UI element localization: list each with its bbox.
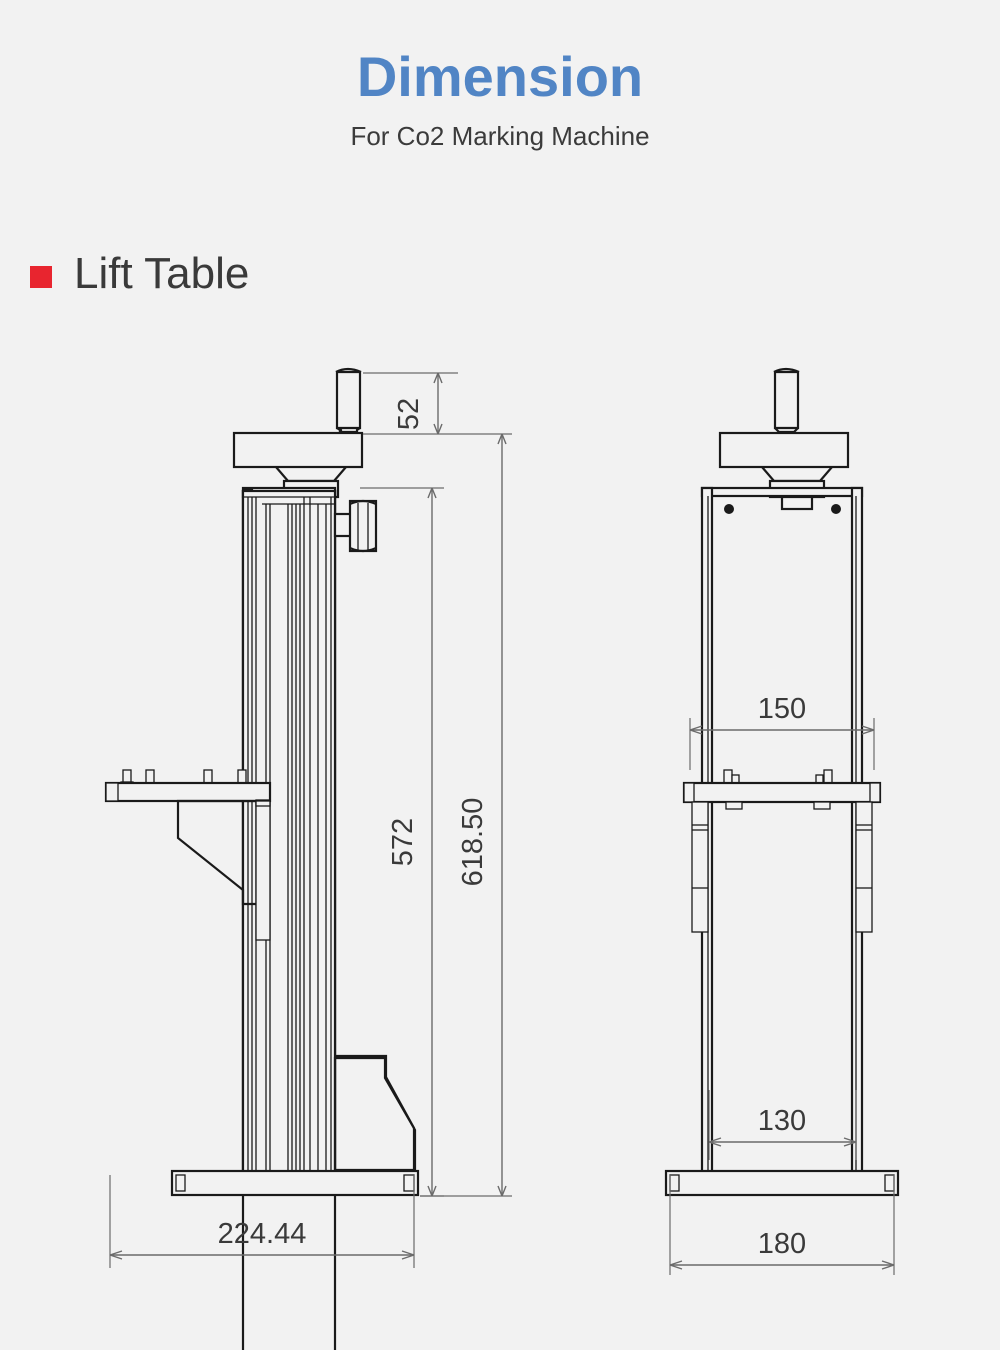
dimension-150: 150 — [689, 693, 875, 770]
front-view-base-plate — [664, 1169, 900, 1197]
front-view-dimensions: 150 130 180 — [669, 693, 895, 1275]
front-view-top-plate — [718, 431, 850, 469]
dimension-label-180: 180 — [758, 1228, 806, 1260]
page-header: Dimension For Co2 Marking Machine — [0, 0, 1000, 152]
front-view-side-rails — [691, 801, 873, 933]
front-view-drawing — [664, 367, 900, 1197]
side-view-handle-knob — [335, 367, 362, 434]
page-title: Dimension — [356, 45, 644, 108]
dimension-224-44: 224.44 — [109, 1175, 415, 1268]
technical-drawing: 52 572 618.50 — [0, 330, 1000, 1350]
dimension-label-130: 130 — [758, 1105, 806, 1137]
front-view-bracket-plate — [682, 769, 882, 810]
side-view-bracket-arm — [104, 769, 272, 941]
side-view-top-plate — [232, 431, 364, 469]
dimension-618-50: 618.50 — [420, 433, 512, 1197]
square-bullet-icon — [30, 266, 52, 288]
side-view-base-plate — [170, 1169, 420, 1197]
side-view-drawing — [104, 367, 420, 1350]
dimension-52: 52 — [363, 372, 512, 435]
dimension-label-618-50: 618.50 — [457, 798, 489, 887]
section-title: Lift Table — [74, 249, 250, 298]
front-view-handle-knob — [773, 367, 800, 434]
side-view-dimensions: 52 572 618.50 — [109, 372, 512, 1268]
section-heading: Lift Table — [30, 252, 249, 296]
dimension-label-224-44: 224.44 — [218, 1218, 307, 1250]
page-subtitle: For Co2 Marking Machine — [350, 120, 650, 151]
front-view-column — [700, 486, 864, 1195]
dimension-label-150: 150 — [758, 693, 806, 725]
dimension-label-572: 572 — [387, 818, 419, 866]
side-view-locking-knob — [333, 499, 378, 553]
side-view-bottom-gusset — [333, 1054, 417, 1172]
dimension-180: 180 — [669, 1175, 895, 1275]
dimension-130: 130 — [708, 1090, 857, 1160]
dimension-572: 572 — [360, 487, 444, 1197]
dimension-label-52: 52 — [393, 398, 425, 430]
